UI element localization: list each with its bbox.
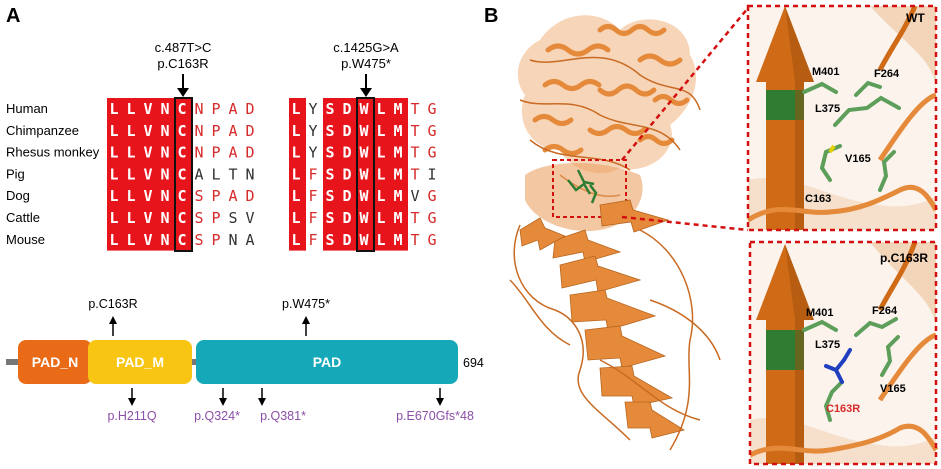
inset-wt [746,4,939,232]
panel-a-label: A [6,5,20,27]
variant-top-c163r: p.C163R [88,297,137,311]
inset-wt-res-l375: L375 [815,103,840,115]
species-name: Rhesus monkey [6,145,100,160]
conserved-column [124,98,141,251]
variant-bottom-h211q: p.H211Q [107,409,156,423]
mutation-left-arrow [177,74,189,97]
inset-mutant-res-m401: M401 [806,307,834,319]
inset-mutant-res-v165: V165 [880,383,906,395]
variant-bottom-arrow-2 [219,388,227,406]
domain-pad [196,340,458,384]
variant-top-c163r-arrow [109,316,117,336]
conserved-column [323,98,340,251]
domain-pad-n [18,340,92,384]
inset-wt-res-m401: M401 [812,66,840,78]
protein-length: 694 [463,356,484,370]
conserved-column [374,98,391,251]
conserved-column [357,98,374,251]
mutation-left-cdna: c.487T>C [155,40,212,55]
variant-bottom-q381: p.Q381* [260,409,306,423]
species-name: Mouse [6,232,45,247]
inset-mutant-res-c163r: C163R [826,403,860,415]
mutation-right-protein: p.W475* [341,56,391,71]
variant-bottom-arrow-1 [128,388,136,406]
mutation-right-arrow [360,74,372,97]
conserved-column [340,98,357,251]
conserved-column [158,98,175,251]
variant-bottom-arrow-4 [436,388,444,406]
panel-b-label: B [484,5,498,27]
protein-structure [509,15,721,451]
inset-mutant-tag: p.C163R [880,251,928,265]
species-name: Human [6,101,48,116]
domain-pad-label: PAD [313,354,342,370]
inset-wt-tag: WT [906,11,925,25]
conserved-column [141,98,158,251]
conserved-column [175,98,192,251]
variant-top-w475-arrow [302,316,310,336]
domain-pad-n-label: PAD_N [32,354,78,370]
variant-bottom-arrow-3 [258,388,266,406]
mutation-column-box-right [356,97,375,252]
species-name: Chimpanzee [6,123,79,138]
variant-bottom-q324: p.Q324* [194,409,240,423]
domain-pad-m-label: PAD_M [116,354,164,370]
inset-mutant [748,240,939,466]
inset-wt-res-v165: V165 [845,153,871,165]
species-name: Dog [6,188,30,203]
connector-top [621,7,749,161]
mutation-left-protein: p.C163R [157,56,208,71]
inset-wt-res-f264: F264 [874,68,900,80]
species-name: Pig [6,166,25,181]
conserved-column [289,98,306,251]
inset-wt-res-c163: C163 [805,193,831,205]
variant-bottom-e670gfs48: p.E670Gfs*48 [396,409,474,423]
domain-pad-m [88,340,192,384]
connector-bottom [621,215,749,232]
inset-mutant-res-f264: F264 [872,305,898,317]
inset-mutant-res-l375: L375 [815,339,840,351]
conserved-column [107,98,124,251]
variant-top-w475: p.W475* [282,297,330,311]
mutation-right-cdna: c.1425G>A [333,40,399,55]
species-name: Cattle [6,210,40,225]
mutation-column-box-left [174,97,193,252]
conserved-column [391,98,408,251]
